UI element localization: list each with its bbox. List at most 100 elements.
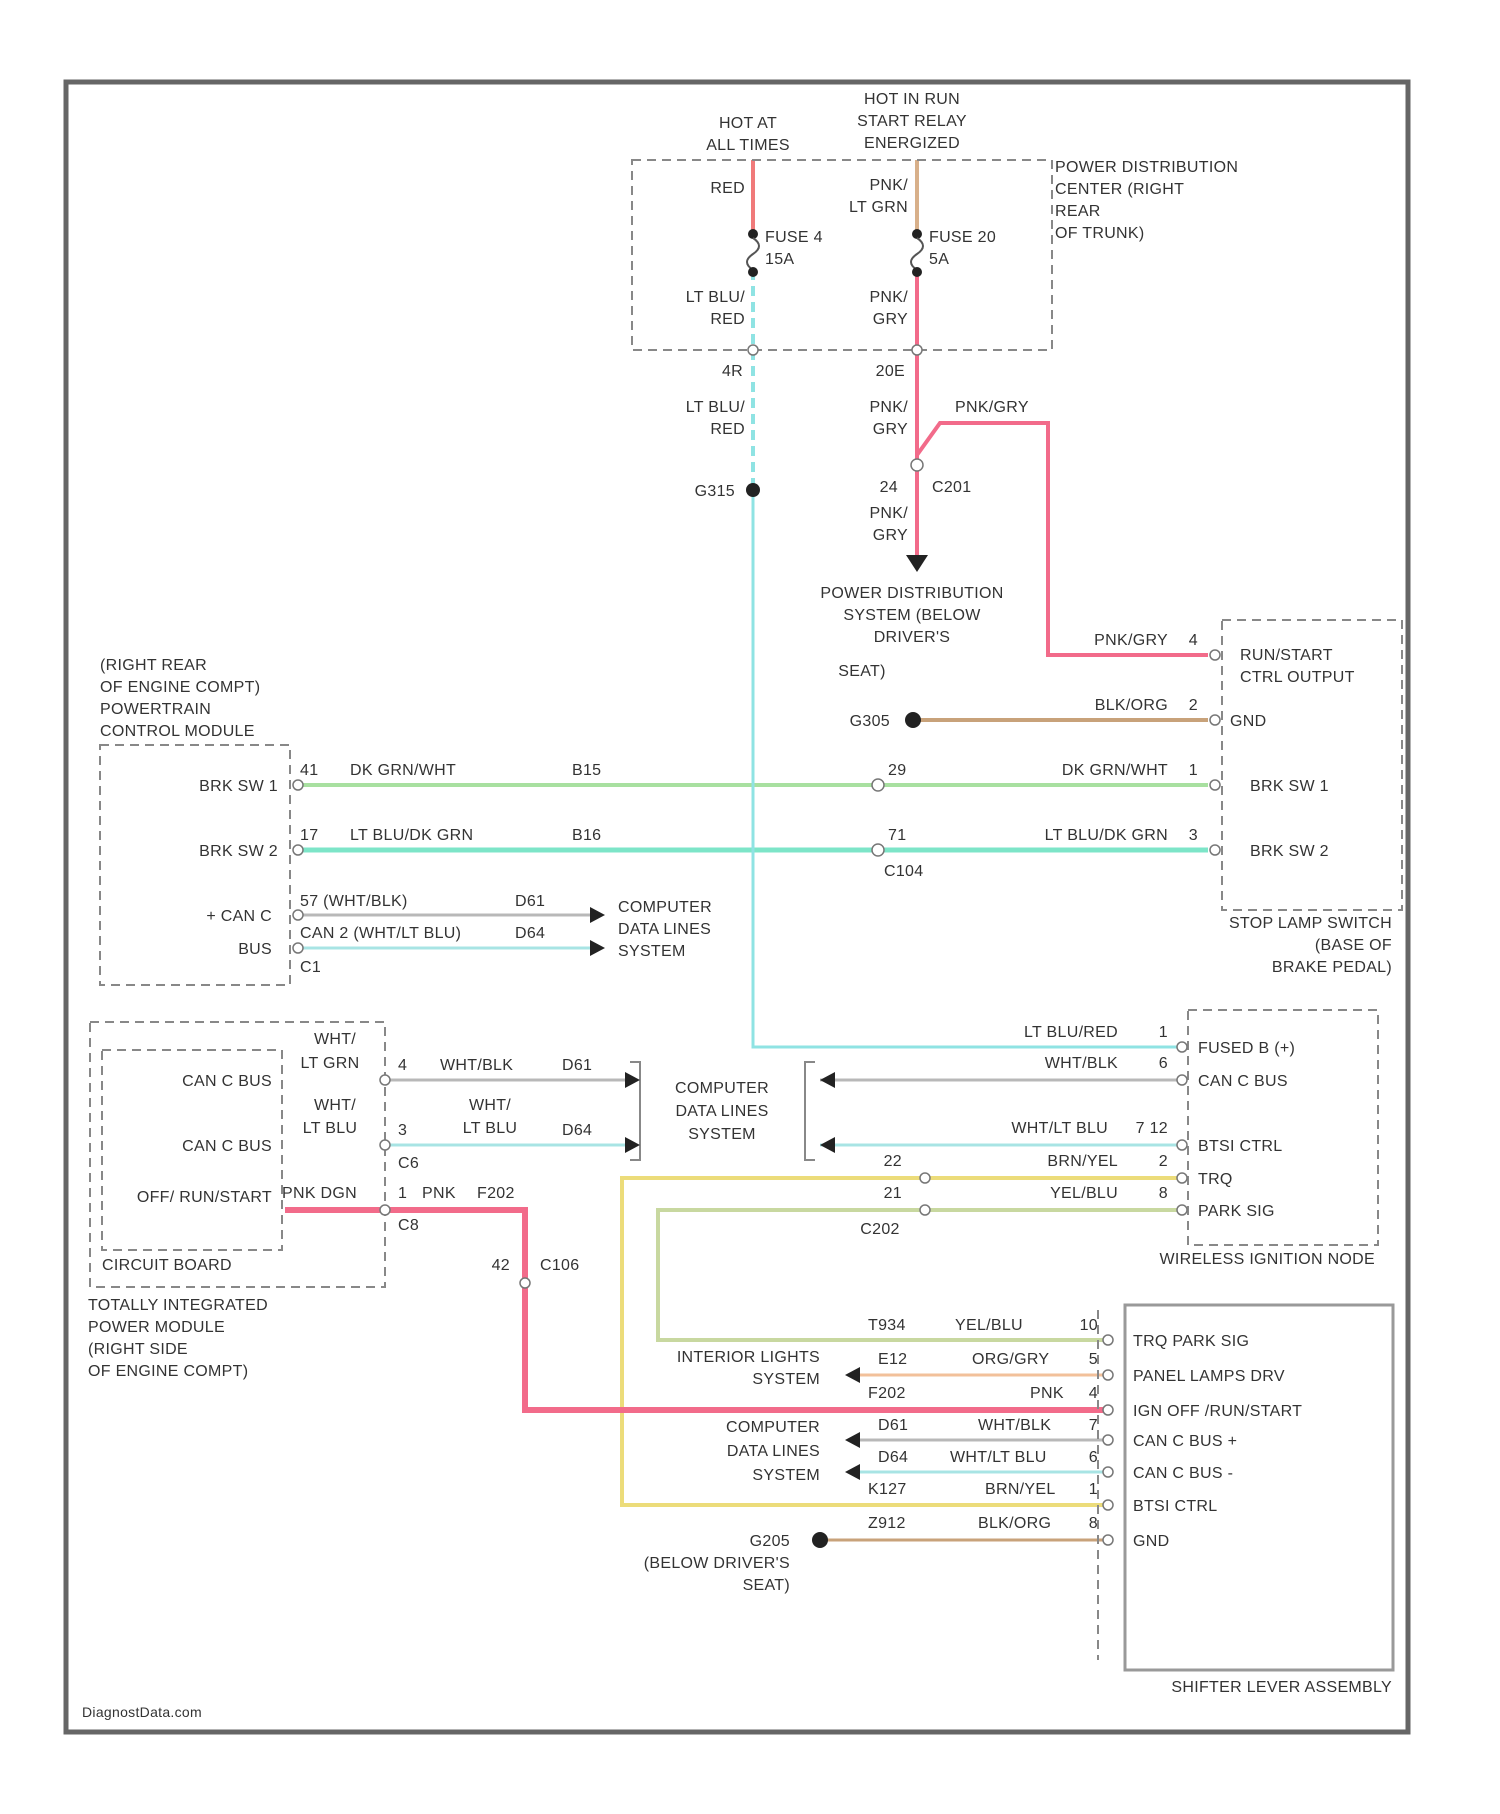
wire-wht-ltblu-2a: WHT/ — [469, 1097, 511, 1114]
pdc-label-3: REAR — [1055, 203, 1101, 220]
sla-conn-7 — [1103, 1435, 1113, 1445]
wire-ltblu-red-2a: LT BLU/ — [686, 399, 746, 416]
below-drivers-seat-1: (BELOW DRIVER'S — [644, 1555, 790, 1572]
wire-brn-yel-2: BRN/YEL — [985, 1481, 1056, 1498]
wire-pnk-gry-3a: PNK/ — [869, 505, 908, 522]
wire-dk-grn-wht-1: DK GRN/WHT — [350, 762, 456, 779]
pds-label-4: SEAT) — [838, 663, 885, 680]
sla-pin-gnd: GND — [1133, 1533, 1169, 1550]
wire-pnk-gry-3b: GRY — [873, 527, 908, 544]
pds-label-1: POWER DISTRIBUTION — [820, 585, 1003, 602]
pcm-can-wire-1: 57 (WHT/BLK) — [300, 893, 408, 910]
c106-pin: 42 — [492, 1257, 510, 1274]
sla-conn-4 — [1103, 1405, 1113, 1415]
sla-pin-can-minus: CAN C BUS - — [1133, 1465, 1233, 1482]
c202-conn-21 — [920, 1205, 930, 1215]
win-pin-park-sig: PARK SIG — [1198, 1203, 1275, 1220]
cdl1-label-1: COMPUTER — [618, 899, 712, 916]
wire-f202-2: F202 — [868, 1385, 906, 1402]
tipm-pin-3: 3 — [398, 1122, 407, 1139]
win-pin-7-12: 7 12 — [1136, 1120, 1168, 1137]
pdc-box — [632, 160, 1052, 350]
tipm-label-2: POWER MODULE — [88, 1319, 225, 1336]
g315-splice — [746, 483, 760, 497]
wires — [285, 160, 1208, 1540]
fuse-b-symbol — [911, 229, 923, 277]
wire-org-gry-label: ORG/GRY — [972, 1351, 1049, 1368]
sla-conn-1 — [1103, 1500, 1113, 1510]
wire-lt-blu-dk-grn-2: LT BLU/DK GRN — [1045, 827, 1168, 844]
pcm-label-1: (RIGHT REAR — [100, 657, 207, 674]
win-cdl-arrow-2 — [820, 1137, 835, 1153]
slsw-pin-2: 2 — [1189, 697, 1198, 714]
wire-wht-lt-blu-3: WHT/LT BLU — [950, 1449, 1047, 1466]
sla-cdl-arrow-1 — [845, 1432, 860, 1448]
g205-label: G205 — [750, 1533, 790, 1550]
slsw-wire-pnk-gry: PNK/GRY — [1094, 632, 1168, 649]
win-cdl-arrow-1 — [820, 1072, 835, 1088]
pcm-conn-can-1 — [293, 910, 303, 920]
hot-at-all-times-1: HOT AT — [719, 115, 777, 132]
cdl2-label-2: DATA LINES — [675, 1103, 768, 1120]
win-pin-6: 6 — [1159, 1055, 1168, 1072]
pdc-label-2: CENTER (RIGHT — [1055, 181, 1184, 198]
win-conn-2 — [1177, 1173, 1187, 1183]
wire-wht-blk-3: WHT/BLK — [978, 1417, 1051, 1434]
slsw-pin-run-start-1: RUN/START — [1240, 647, 1333, 664]
win-pin-btsi: BTSI CTRL — [1198, 1138, 1283, 1155]
pcm-pin-c1: C1 — [300, 959, 321, 976]
slsw-conn-2 — [1210, 715, 1220, 725]
wire-pnk-dgn: PNK DGN — [282, 1185, 357, 1202]
wire-wht-blk-2: WHT/BLK — [440, 1057, 513, 1074]
wire-ltblu-red-1a: LT BLU/ — [686, 289, 746, 306]
tipm-cdl-arrow-1 — [625, 1072, 640, 1088]
tipm-label-3: (RIGHT SIDE — [88, 1341, 188, 1358]
sla-conn-6 — [1103, 1467, 1113, 1477]
sla-cdl-arrow-2 — [845, 1464, 860, 1480]
sla-pin-7: 7 — [1089, 1417, 1098, 1434]
wire-pnk-gry-2b: GRY — [873, 421, 908, 438]
sla-conn-5 — [1103, 1370, 1113, 1380]
shifter-lever-label: SHIFTER LEVER ASSEMBLY — [1171, 1679, 1392, 1696]
g205-ground — [812, 1532, 828, 1548]
pcm-pin-bus: BUS — [238, 941, 272, 958]
pcm-conn-can-2 — [293, 943, 303, 953]
tipm-wht-ltgrn-1: WHT/ — [314, 1031, 356, 1048]
pcm-cdl-arrow-2 — [590, 940, 605, 956]
pcm-pin-can-c: + CAN C — [206, 908, 272, 925]
wire-d64-3: D64 — [878, 1449, 908, 1466]
tipm-wht-ltgrn-2: LT GRN — [301, 1055, 360, 1072]
wire-red-label: RED — [710, 180, 745, 197]
win-label: WIRELESS IGNITION NODE — [1159, 1251, 1375, 1268]
wire-d61-2: D61 — [562, 1057, 592, 1074]
interior-lights-1: INTERIOR LIGHTS — [677, 1349, 820, 1366]
tipm-conn-1 — [380, 1205, 390, 1215]
cdl-bracket-right — [805, 1062, 815, 1160]
cdl3-label-3: SYSTEM — [752, 1467, 820, 1484]
tipm-cdl-arrow-2 — [625, 1137, 640, 1153]
c106-conn — [520, 1278, 530, 1288]
wire-lt-blu-dk-grn-1: LT BLU/DK GRN — [350, 827, 473, 844]
pdc-conn-4r — [748, 345, 758, 355]
c-pin-22: 22 — [884, 1153, 902, 1170]
c6-label: C6 — [398, 1155, 419, 1172]
sla-pin-10: 10 — [1080, 1317, 1098, 1334]
c-pin-71: 71 — [888, 827, 906, 844]
c104-conn-29 — [872, 779, 884, 791]
hot-in-run-2: START RELAY — [857, 113, 967, 130]
pcm-pin-17: 17 — [300, 827, 318, 844]
slsw-pin-brk-sw-2: BRK SW 2 — [1250, 843, 1329, 860]
sla-pin-6: 6 — [1089, 1449, 1098, 1466]
wire-wht-ltblu-2b: LT BLU — [463, 1120, 518, 1137]
shifter-lever-box — [1125, 1305, 1393, 1670]
slsw-conn-3 — [1210, 845, 1220, 855]
wire-d61: D61 — [515, 893, 545, 910]
win-conn-1 — [1177, 1042, 1187, 1052]
pdc-label-1: POWER DISTRIBUTION — [1055, 159, 1238, 176]
c201-conn — [911, 459, 923, 471]
tipm-pin-4: 4 — [398, 1057, 407, 1074]
wire-blk-org-2: BLK/ORG — [978, 1515, 1051, 1532]
interior-lights-2: SYSTEM — [752, 1371, 820, 1388]
wire-wht-lt-blu-win: WHT/LT BLU — [1011, 1120, 1108, 1137]
wire-pnk-2: PNK — [1030, 1385, 1064, 1402]
